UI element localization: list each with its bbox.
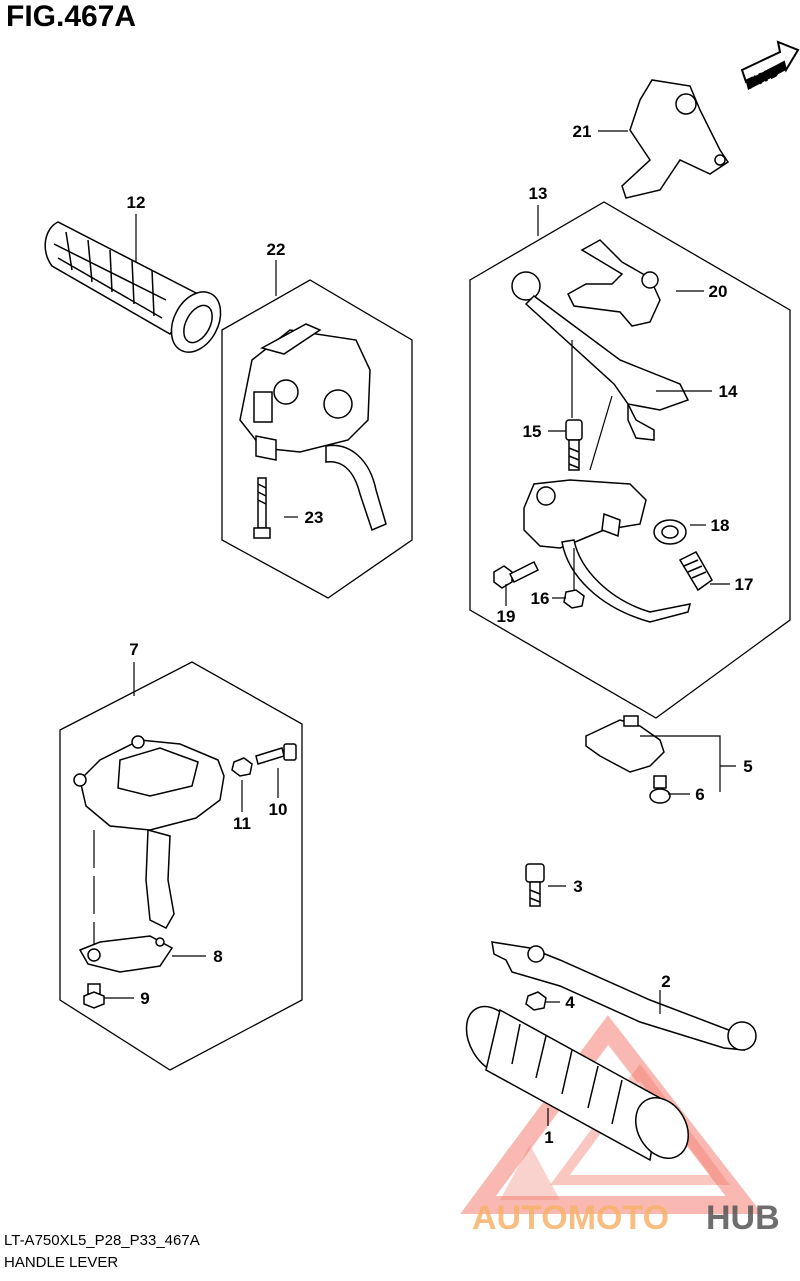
- screw-17-part: [678, 551, 713, 592]
- bracket-20-part: [567, 239, 661, 327]
- leader-lines: [93, 130, 736, 1126]
- figure-code: LT-A750XL5_P28_P33_467A: [4, 1232, 200, 1249]
- nut-4-part: [525, 991, 547, 1011]
- group-outline-22: [221, 279, 413, 599]
- bolt-3-part: [525, 863, 545, 907]
- left-grip-part: [44, 221, 222, 353]
- group-outline-7: [59, 661, 303, 1071]
- switch-housing-part: [239, 323, 387, 532]
- callout-2: 2: [661, 972, 670, 991]
- callout-9: 9: [140, 989, 149, 1008]
- callout-10: 10: [269, 800, 288, 819]
- callout-23: 23: [305, 508, 324, 527]
- callout-6: 6: [695, 785, 704, 804]
- watermark-text-secondary: HUB: [706, 1199, 780, 1237]
- screw-23-part: [253, 477, 271, 539]
- watermark-text-primary: AUTOMOTO: [472, 1199, 669, 1237]
- callout-1: 1: [544, 1128, 553, 1147]
- nut-9-part: [83, 983, 105, 1009]
- callout-20: 20: [709, 282, 728, 301]
- group-outline-13: [469, 201, 791, 719]
- nut-16-part: [563, 589, 585, 609]
- screw-10-part: [255, 743, 297, 765]
- callout-4: 4: [565, 993, 575, 1012]
- callout-17: 17: [735, 575, 754, 594]
- callout-5: 5: [743, 757, 752, 776]
- fwd-arrow-icon: [740, 40, 800, 90]
- callout-21: 21: [573, 122, 592, 141]
- throttle-housing-7-part: [73, 735, 225, 929]
- callout-19: 19: [497, 607, 516, 626]
- right-grip-part: [465, 1005, 689, 1162]
- bolt-19-part: [493, 560, 540, 589]
- callout-22: 22: [267, 240, 286, 259]
- callout-3: 3: [573, 877, 582, 896]
- callout-8: 8: [213, 947, 222, 966]
- bolt-15-part: [565, 419, 583, 471]
- lever-cover-part: [621, 79, 730, 199]
- master-cylinder-part: [523, 479, 692, 623]
- brake-lever-14-part: [511, 271, 690, 441]
- callout-13: 13: [529, 184, 548, 203]
- figure-title: FIG.467A: [6, 0, 137, 33]
- callout-18: 18: [711, 516, 730, 535]
- cap-18-part: [653, 519, 687, 545]
- plate-8-part: [78, 935, 174, 973]
- callout-15: 15: [523, 422, 542, 441]
- figure-name: HANDLE LEVER: [4, 1254, 119, 1271]
- nut-11-part: [231, 757, 253, 777]
- callout-7: 7: [129, 640, 138, 659]
- callout-14: 14: [719, 382, 738, 401]
- screw-6-part: [649, 775, 671, 804]
- stop-switch-5-part: [585, 715, 665, 773]
- callout-11: 11: [233, 814, 251, 833]
- callout-12: 12: [127, 193, 146, 212]
- callout-16-label: 16: [531, 589, 550, 608]
- clutch-lever-2-part: [491, 941, 757, 1051]
